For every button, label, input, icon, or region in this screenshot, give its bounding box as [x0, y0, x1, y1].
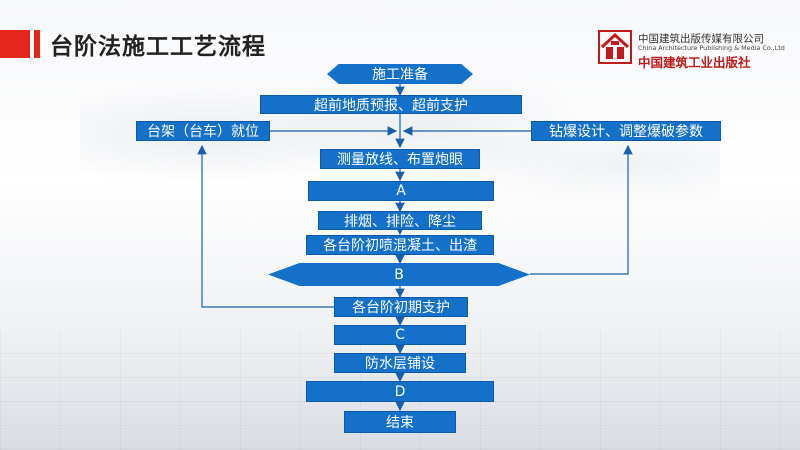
flow-start-label: 施工准备: [372, 67, 428, 83]
flow-waterproof-label: 防水层铺设: [365, 356, 435, 372]
flow-end: 结束: [344, 411, 456, 433]
flow-rig-positioning: 台架（台车）就位: [136, 121, 270, 141]
flow-step-d: D: [306, 381, 494, 402]
flow-ventilation-label: 排烟、排险、降尘: [344, 213, 456, 230]
publisher-name-calligraphy: 中国建筑工业出版社: [638, 55, 751, 70]
title-accent-bar: [0, 30, 40, 58]
publisher-name-en: China Architecture Publishing & Media Co…: [638, 44, 785, 52]
flow-advance-support: 超前地质预报、超前支护: [260, 95, 522, 114]
page-title: 台阶法施工工艺流程: [50, 34, 266, 60]
flow-blast-design-label: 钻爆设计、调整爆破参数: [549, 124, 703, 140]
publisher-emblem-icon: [598, 30, 632, 64]
flow-step-b: B: [268, 263, 530, 286]
flow-rig-positioning-label: 台架（台车）就位: [147, 124, 259, 140]
flow-survey-label: 测量放线、布置炮眼: [337, 152, 463, 168]
flow-end-label: 结束: [386, 415, 414, 431]
flow-ventilation: 排烟、排险、降尘: [318, 211, 482, 230]
publisher-logo: 中国建筑出版传媒有限公司 China Architecture Publishi…: [598, 30, 798, 70]
flow-blast-design: 钻爆设计、调整爆破参数: [531, 121, 721, 141]
flow-survey: 测量放线、布置炮眼: [320, 149, 480, 169]
flow-shotcrete-label: 各台阶初喷混凝土、出渣: [323, 238, 477, 254]
flow-initial-support-label: 各台阶初期支护: [352, 300, 450, 316]
flow-shotcrete: 各台阶初喷混凝土、出渣: [306, 235, 494, 255]
flow-step-c: C: [334, 325, 466, 345]
flow-step-c-label: C: [395, 327, 405, 343]
flow-step-a-label: A: [396, 183, 406, 199]
flow-waterproof: 防水层铺设: [334, 353, 466, 373]
flow-advance-support-label: 超前地质预报、超前支护: [314, 97, 468, 114]
flow-start: 施工准备: [327, 64, 473, 84]
flow-step-b-label: B: [394, 266, 404, 283]
publisher-name-cn: 中国建筑出版传媒有限公司: [638, 33, 764, 45]
flow-step-d-label: D: [394, 383, 406, 400]
flow-step-a: A: [308, 181, 494, 201]
flow-initial-support: 各台阶初期支护: [334, 297, 468, 317]
